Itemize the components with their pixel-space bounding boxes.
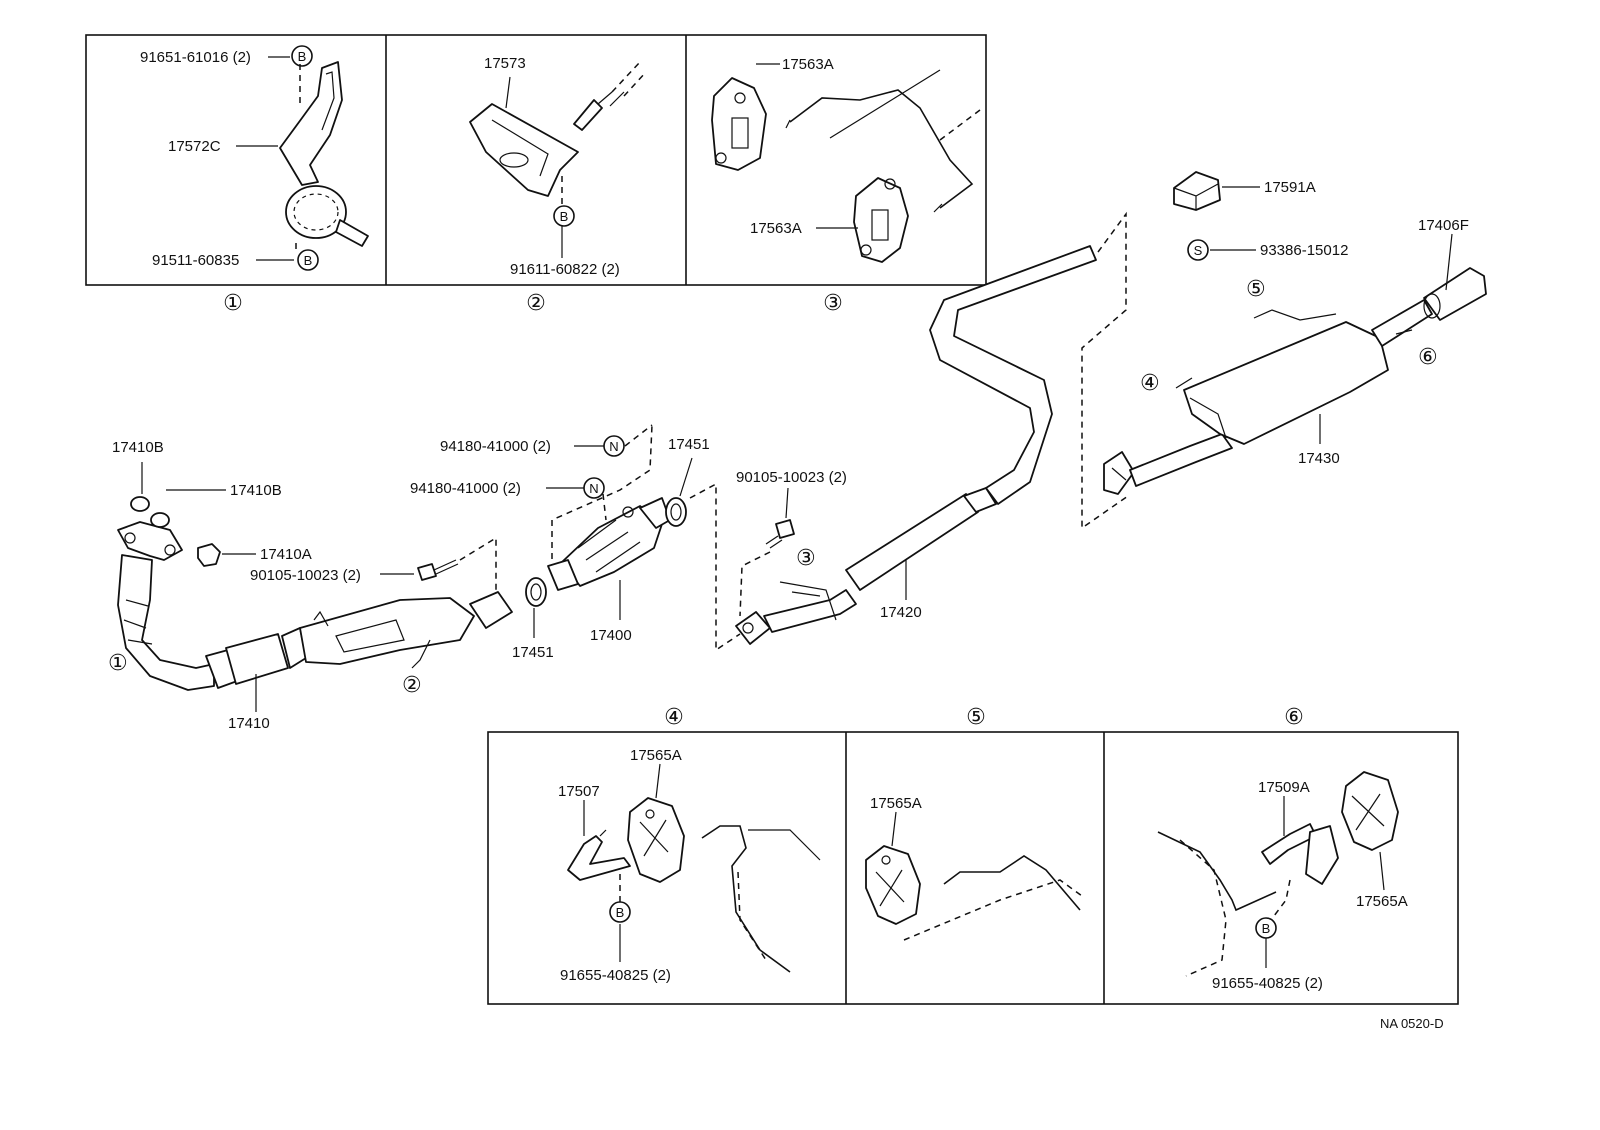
label-17563a-bottom: 17563A xyxy=(750,220,802,237)
detail-box-top xyxy=(85,34,987,286)
detail-ref-5: ⑤ xyxy=(1246,276,1266,301)
connection-guide-line xyxy=(1081,211,1129,530)
detail-number-6: ⑥ xyxy=(1284,704,1304,729)
detail-box-bottom xyxy=(487,731,1459,1005)
figure-code: NA 0520-D xyxy=(1380,1016,1444,1031)
pipe-stub xyxy=(573,99,603,131)
detail-ref-1: ① xyxy=(108,650,128,675)
label-17410a: 17410A xyxy=(260,546,312,563)
svg-text:B: B xyxy=(304,253,313,268)
bracket-17507 xyxy=(567,835,631,881)
detail-ref-6: ⑥ xyxy=(1418,344,1438,369)
label-17507: 17507 xyxy=(558,783,600,800)
detail-number-1: ① xyxy=(223,290,243,315)
label-91655-40825-d6: 91655-40825 (2) xyxy=(1212,975,1323,992)
tail-pipe-muffler-17430 xyxy=(1103,233,1487,495)
label-91611-60822: 91611-60822 (2) xyxy=(510,261,620,278)
clamp-ring xyxy=(285,185,347,239)
detail-ref-3: ③ xyxy=(796,545,816,570)
label-17420: 17420 xyxy=(880,604,922,621)
s-marker: S xyxy=(1187,239,1256,261)
bolt-90105-10023-left xyxy=(380,536,497,590)
detail-2-heat-insulator xyxy=(469,61,647,258)
label-17406f: 17406F xyxy=(1418,217,1469,234)
bracket-17572c xyxy=(279,61,343,186)
b-marker: B xyxy=(1255,917,1277,939)
detail-number-3: ③ xyxy=(823,290,843,315)
detail-number-5: ⑤ xyxy=(966,704,986,729)
hanger-17563a-top xyxy=(711,77,767,171)
label-91651-61016: 91651-61016 (2) xyxy=(140,49,251,66)
label-91655-40825-d4: 91655-40825 (2) xyxy=(560,967,671,984)
label-90105-10023-left: 90105-10023 (2) xyxy=(250,567,361,584)
b-marker: B xyxy=(609,901,631,923)
b-marker: B xyxy=(291,45,313,67)
gasket-17451-upper xyxy=(665,457,741,652)
b-marker: B xyxy=(553,205,575,227)
bolt-90105-10023-right xyxy=(739,487,795,617)
svg-text:N: N xyxy=(609,439,618,454)
heat-insulator-17573 xyxy=(469,103,579,197)
label-94180-41000-bottom: 94180-41000 (2) xyxy=(410,480,521,497)
detail-4-hanger-bracket xyxy=(567,763,821,973)
detail-6-hanger-bracket xyxy=(1157,771,1399,977)
label-17591a: 17591A xyxy=(1264,179,1316,196)
label-17410b-right: 17410B xyxy=(230,482,282,499)
label-17400: 17400 xyxy=(590,627,632,644)
label-17430: 17430 xyxy=(1298,450,1340,467)
label-91511-60835: 91511-60835 xyxy=(152,252,239,269)
svg-text:B: B xyxy=(1262,921,1271,936)
label-17572c: 17572C xyxy=(168,138,221,155)
detail-1-bracket-clamp xyxy=(236,56,369,261)
nut-94180-41000: N N xyxy=(546,424,653,521)
detail-5-hanger xyxy=(865,811,1083,941)
nut-17410a xyxy=(197,543,256,567)
hanger-17563a-bottom xyxy=(853,177,909,263)
label-90105-10023-right: 90105-10023 (2) xyxy=(736,469,847,486)
label-17451-bottom: 17451 xyxy=(512,644,554,661)
detail-3-hangers xyxy=(711,63,981,263)
detail-ref-4: ④ xyxy=(1140,370,1160,395)
b-marker: B xyxy=(297,249,319,271)
front-pipe-converter-body xyxy=(225,633,289,685)
detail-number-4: ④ xyxy=(664,704,684,729)
svg-text:N: N xyxy=(589,481,598,496)
label-17410: 17410 xyxy=(228,715,270,732)
label-17509a: 17509A xyxy=(1258,779,1310,796)
svg-text:B: B xyxy=(560,209,569,224)
gasket-17451-lower xyxy=(525,577,547,638)
label-17565a-d4: 17565A xyxy=(630,747,682,764)
svg-text:B: B xyxy=(298,49,307,64)
detail-number-2: ② xyxy=(526,290,546,315)
label-17565a-d5: 17565A xyxy=(870,795,922,812)
front-pipe-17410 xyxy=(117,521,513,691)
cushion-17591a xyxy=(1173,171,1260,211)
label-17573: 17573 xyxy=(484,55,526,72)
detail-ref-2: ② xyxy=(402,672,422,697)
center-pipe-17420 xyxy=(735,245,1097,645)
label-17410b-left: 17410B xyxy=(112,439,164,456)
label-93386-15012: 93386-15012 xyxy=(1260,242,1348,259)
label-17565a-d6: 17565A xyxy=(1356,893,1408,910)
svg-text:S: S xyxy=(1194,243,1203,258)
label-17451-top: 17451 xyxy=(668,436,710,453)
gasket-17410b xyxy=(130,462,226,528)
label-94180-41000-top: 94180-41000 (2) xyxy=(440,438,551,455)
svg-text:B: B xyxy=(616,905,625,920)
label-17563a-top: 17563A xyxy=(782,56,834,73)
hanger-17565a xyxy=(1341,771,1399,851)
